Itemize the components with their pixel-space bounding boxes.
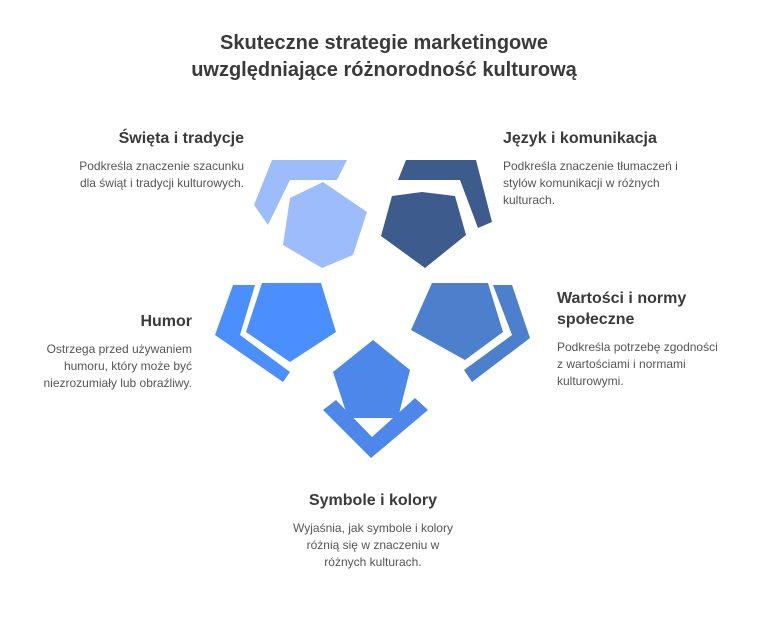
segment-symbole <box>323 340 428 458</box>
jezyk-heading: Język i komunikacja <box>503 130 657 147</box>
wartosci-heading-line: społeczne <box>557 311 635 328</box>
symbole-desc-line: różnych kulturach. <box>324 555 422 569</box>
wartosci-pentagon-shape <box>411 283 503 360</box>
block-swieta: Święta i tradycje Podkreśla znaczenie sz… <box>40 128 244 192</box>
jezyk-chevron-shape <box>398 160 492 228</box>
swieta-chevron-shape <box>254 160 347 225</box>
swieta-heading: Święta i tradycje <box>118 130 244 147</box>
jezyk-desc-line: Podkreśla znaczenie tłumaczeń i <box>503 159 678 173</box>
humor-desc-line: humoru, który może być <box>63 359 192 373</box>
symbole-pentagon-shape <box>333 340 410 418</box>
swieta-desc-line: Podkreśla znaczenie szacunku <box>79 159 244 173</box>
page-title: Skuteczne strategie marketingowe uwzględ… <box>0 30 768 84</box>
block-wartosci: Wartości i normy społeczne Podkreśla pot… <box>557 288 757 390</box>
wartosci-desc-line: kulturowymi. <box>557 374 624 388</box>
segment-swieta <box>254 160 367 268</box>
swieta-desc-line: dla świąt i tradycji kulturowych. <box>79 176 244 190</box>
jezyk-pentagon-shape <box>381 192 466 268</box>
symbole-description: Wyjaśnia, jak symbole i kolory różnią si… <box>248 520 498 571</box>
humor-pentagon-shape <box>246 283 336 362</box>
segment-jezyk <box>381 160 492 268</box>
title-line-1: Skuteczne strategie marketingowe <box>220 32 548 54</box>
block-humor: Humor Ostrzega przed używaniem humoru, k… <box>20 311 193 392</box>
wartosci-chevron-shape <box>464 285 530 382</box>
humor-desc-line: niezrozumiały lub obraźliwy. <box>43 376 193 390</box>
segment-wartosci <box>411 283 530 382</box>
block-jezyk: Język i komunikacja Podkreśla znaczenie … <box>503 128 743 209</box>
wartosci-desc-line: Podkreśla potrzebę zgodności <box>557 340 718 354</box>
symbole-desc-line: różnią się w znaczeniu w <box>306 538 440 552</box>
symbole-desc-line: Wyjaśnia, jak symbole i kolory <box>293 521 453 535</box>
jezyk-desc-line: stylów komunikacji w różnych <box>503 176 660 190</box>
wartosci-heading-line: Wartości i normy <box>557 290 687 307</box>
title-line-2: uwzględniające różnorodność kulturową <box>191 59 577 81</box>
wartosci-heading: Wartości i normy społeczne <box>557 288 757 330</box>
jezyk-description: Podkreśla znaczenie tłumaczeń i stylów k… <box>503 158 743 209</box>
humor-desc-line: Ostrzega przed używaniem <box>46 342 192 356</box>
block-symbole: Symbole i kolory Wyjaśnia, jak symbole i… <box>248 490 498 571</box>
segment-humor <box>215 283 336 382</box>
humor-heading: Humor <box>140 313 192 330</box>
wartosci-description: Podkreśla potrzebę zgodności z wartościa… <box>557 339 757 390</box>
swieta-pentagon-shape <box>283 182 367 268</box>
humor-chevron-shape <box>215 285 290 382</box>
symbole-chevron-shape <box>323 398 428 458</box>
jezyk-desc-line: kulturach. <box>503 193 556 207</box>
wartosci-desc-line: z wartościami i normami <box>557 357 686 371</box>
humor-description: Ostrzega przed używaniem humoru, który m… <box>20 341 193 392</box>
symbole-heading: Symbole i kolory <box>308 492 438 509</box>
swieta-description: Podkreśla znaczenie szacunku dla świąt i… <box>40 158 244 192</box>
